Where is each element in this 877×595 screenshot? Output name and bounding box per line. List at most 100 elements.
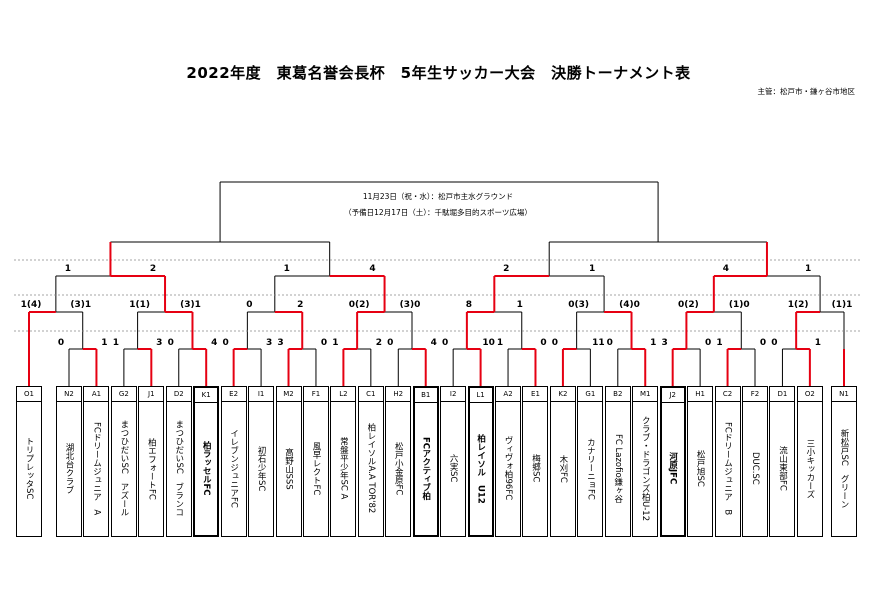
score-label: 0 [246, 300, 252, 310]
team-box-j1: J1 柏エフォートFC [138, 386, 165, 537]
team-code: H1 [688, 387, 713, 402]
team-name: 高野山SSS [283, 447, 294, 490]
team-code: F2 [743, 387, 767, 402]
score-label: 1 [284, 264, 290, 274]
team-code: D1 [770, 387, 795, 402]
team-code: K2 [550, 387, 575, 402]
team-name: 柏エフォートFC [146, 437, 157, 500]
team-name: まつひだいSC アズール [118, 420, 129, 517]
team-name: 流山東部FC [777, 446, 788, 491]
team-name: 梅郷SC [530, 454, 541, 483]
team-box-g2: G2 まつひだいSC アズール [110, 386, 137, 537]
score-label: 0 [705, 338, 711, 348]
score-label: 1 [497, 338, 503, 348]
score-label: 0 [552, 338, 558, 348]
score-label: 0 [321, 338, 327, 348]
score-label: 1 [101, 338, 107, 348]
team-box-e1: E1 梅郷SC [522, 386, 549, 537]
team-name: 松戸小金原FC [393, 441, 404, 496]
team-name: 常盤平少年SC A [338, 437, 349, 500]
score-label: 4 [431, 338, 437, 348]
team-code: G1 [578, 387, 603, 402]
team-code: D2 [166, 387, 191, 402]
score-label: (4)0 [619, 300, 640, 310]
team-name: 柏レイソルA.A TOR'82 [365, 423, 376, 514]
team-box-g1: G1 カナリーニョFC [577, 386, 604, 537]
score-label: 11 [592, 338, 605, 348]
score-label: 0 [168, 338, 174, 348]
team-code: E2 [221, 387, 246, 402]
score-label: 0 [58, 338, 64, 348]
score-label: 0 [442, 338, 448, 348]
team-code: I1 [249, 387, 274, 402]
team-box-a2: A2 ヴィヴォ柏96FC [495, 386, 522, 537]
team-name: カナリーニョFC [585, 437, 596, 500]
score-label: 1 [805, 264, 811, 274]
team-name: 松戸旭SC [695, 450, 706, 487]
team-name: 湖北台クラブ [64, 443, 74, 494]
score-label: 1 [65, 264, 71, 274]
score-label: 1 [113, 338, 119, 348]
score-label: 10 [482, 338, 495, 348]
score-label: 0 [771, 338, 777, 348]
team-name: ヴィヴォ柏96FC [503, 436, 514, 501]
final-reserve-text: （予備日12月17日（土）：千駄堀多目的スポーツ広場） [344, 207, 532, 217]
score-label: 0 [607, 338, 613, 348]
team-code: A2 [496, 387, 521, 402]
team-code: L2 [331, 387, 356, 402]
score-label: (3)1 [180, 300, 201, 310]
score-label: 1(4) [21, 300, 42, 310]
team-box-k2: K2 木刈FC [549, 386, 576, 537]
score-label: 4 [723, 264, 729, 274]
team-box-l2: L2 常盤平少年SC A [330, 386, 357, 537]
score-label: 8 [466, 300, 472, 310]
score-label: 2 [297, 300, 303, 310]
score-label: 2 [376, 338, 382, 348]
team-name: 初石少年SC [256, 445, 267, 492]
page-title: 2022年度 東葛名誉会長杯 5年生サッカー大会 決勝トーナメント表 [186, 64, 691, 82]
score-label: 3 [156, 338, 162, 348]
team-name: 風早レクトFC [310, 441, 321, 496]
team-name: 新松戸SC グリーン [839, 428, 849, 509]
team-name: 木刈FC [557, 454, 568, 483]
organizer-note: 主管：松戸市・鎌ヶ谷市地区 [757, 87, 856, 96]
team-name: 六実SC [448, 454, 459, 483]
score-label: 0 [223, 338, 229, 348]
score-label: 0(2) [678, 300, 699, 310]
team-name: クラブ・ドラゴンズ柏U-12 [640, 415, 651, 522]
score-label: 3 [662, 338, 668, 348]
team-name: FC Lazofio鎌ヶ谷 [612, 433, 623, 504]
team-name: FCドリームジュニア A [91, 421, 102, 516]
team-code: J1 [139, 387, 164, 402]
team-code: O1 [17, 387, 41, 402]
team-code: E1 [523, 387, 548, 402]
bracket-lines [55, 181, 845, 386]
team-code: G2 [111, 387, 136, 402]
winner-path-lines [28, 242, 845, 386]
team-code: N1 [832, 387, 856, 402]
team-code: J2 [661, 388, 684, 403]
score-label: 2 [503, 264, 509, 274]
team-code: K1 [195, 388, 218, 403]
team-name: 三小キッカーズ [804, 438, 815, 499]
team-name: DUC.SC [750, 452, 760, 485]
team-box-h1: H1 松戸旭SC [687, 386, 714, 537]
team-box-n1: N1 新松戸SC グリーン [831, 386, 857, 537]
team-code: I2 [441, 387, 466, 402]
score-label: (3)0 [400, 300, 421, 310]
score-label: (1)0 [729, 300, 750, 310]
team-code: O2 [797, 387, 822, 402]
